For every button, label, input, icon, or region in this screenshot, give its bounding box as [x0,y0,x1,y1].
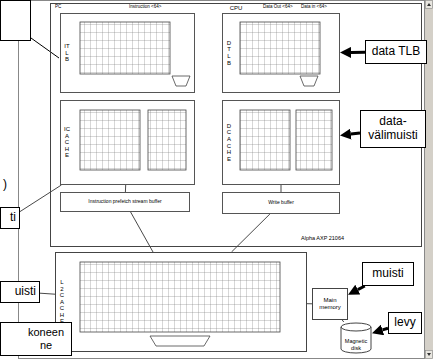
callout-arrow [351,51,365,54]
cropped-text: ) [2,178,8,191]
vertical-block-label: DCACHE [226,123,232,163]
callout-box: ti [0,207,20,229]
node-label: koneen ne [24,326,68,351]
node-label: Main memory [315,297,345,311]
bus-line [342,320,344,322]
callout-arrow [358,286,365,290]
callout-box: muisti [362,262,414,286]
callout-arrow [351,133,360,134]
tlb-block: ITLB [60,13,195,93]
bus-line [125,185,126,192]
cache-block: ICACHE [60,100,195,185]
node-label: Magnetic disk [344,338,368,351]
disk-cylinder: Magnetic disk [340,322,372,354]
vertical-block-label: L2 CACHE [59,279,65,325]
signal-name: Data Out <64> [262,5,294,10]
node-label: uisti [15,285,36,299]
node-label: data TLB [372,45,420,59]
vertical-block-label: ICACHE [64,126,70,159]
cache-block: DCACHE [222,100,340,185]
callout-box: levy [388,312,422,334]
callout-box: koneen ne [0,322,72,356]
signal-name: Data in <64> [300,5,328,10]
bus-line [40,293,55,294]
node-label: ti [10,211,16,225]
buffer-block: Write buffer [222,192,340,214]
node-label: muisti [372,267,403,281]
callout-box: uisti [0,281,40,303]
bus-line [281,185,282,192]
node-label: data- välimuisti [365,115,421,143]
vertical-block-label: ITLB [64,43,70,63]
node-label: Instruction prefetch stream buffer [88,199,161,205]
vertical-block-label: DTLB [226,40,232,66]
node-label: Write buffer [268,200,294,206]
bus-line [131,212,153,252]
chip-name: Alpha AXP 21064 [300,235,345,241]
diagram-frame [19,1,425,359]
node-label: CPU [230,5,243,12]
node-label: levy [394,316,415,330]
memory-box: Main memory [312,288,348,320]
callout-box: data TLB [365,40,427,64]
memory-array-grids [80,22,332,346]
bus-line [20,185,61,212]
buffer-block: Instruction prefetch stream buffer [60,192,190,212]
tlb-block: DTLB [222,13,340,93]
callout-box: data- välimuisti [360,110,426,148]
signal-name: Instruction <64> [128,5,162,10]
signal-name: PC [54,5,62,10]
l2-cache-block: L2 CACHE [55,252,307,352]
